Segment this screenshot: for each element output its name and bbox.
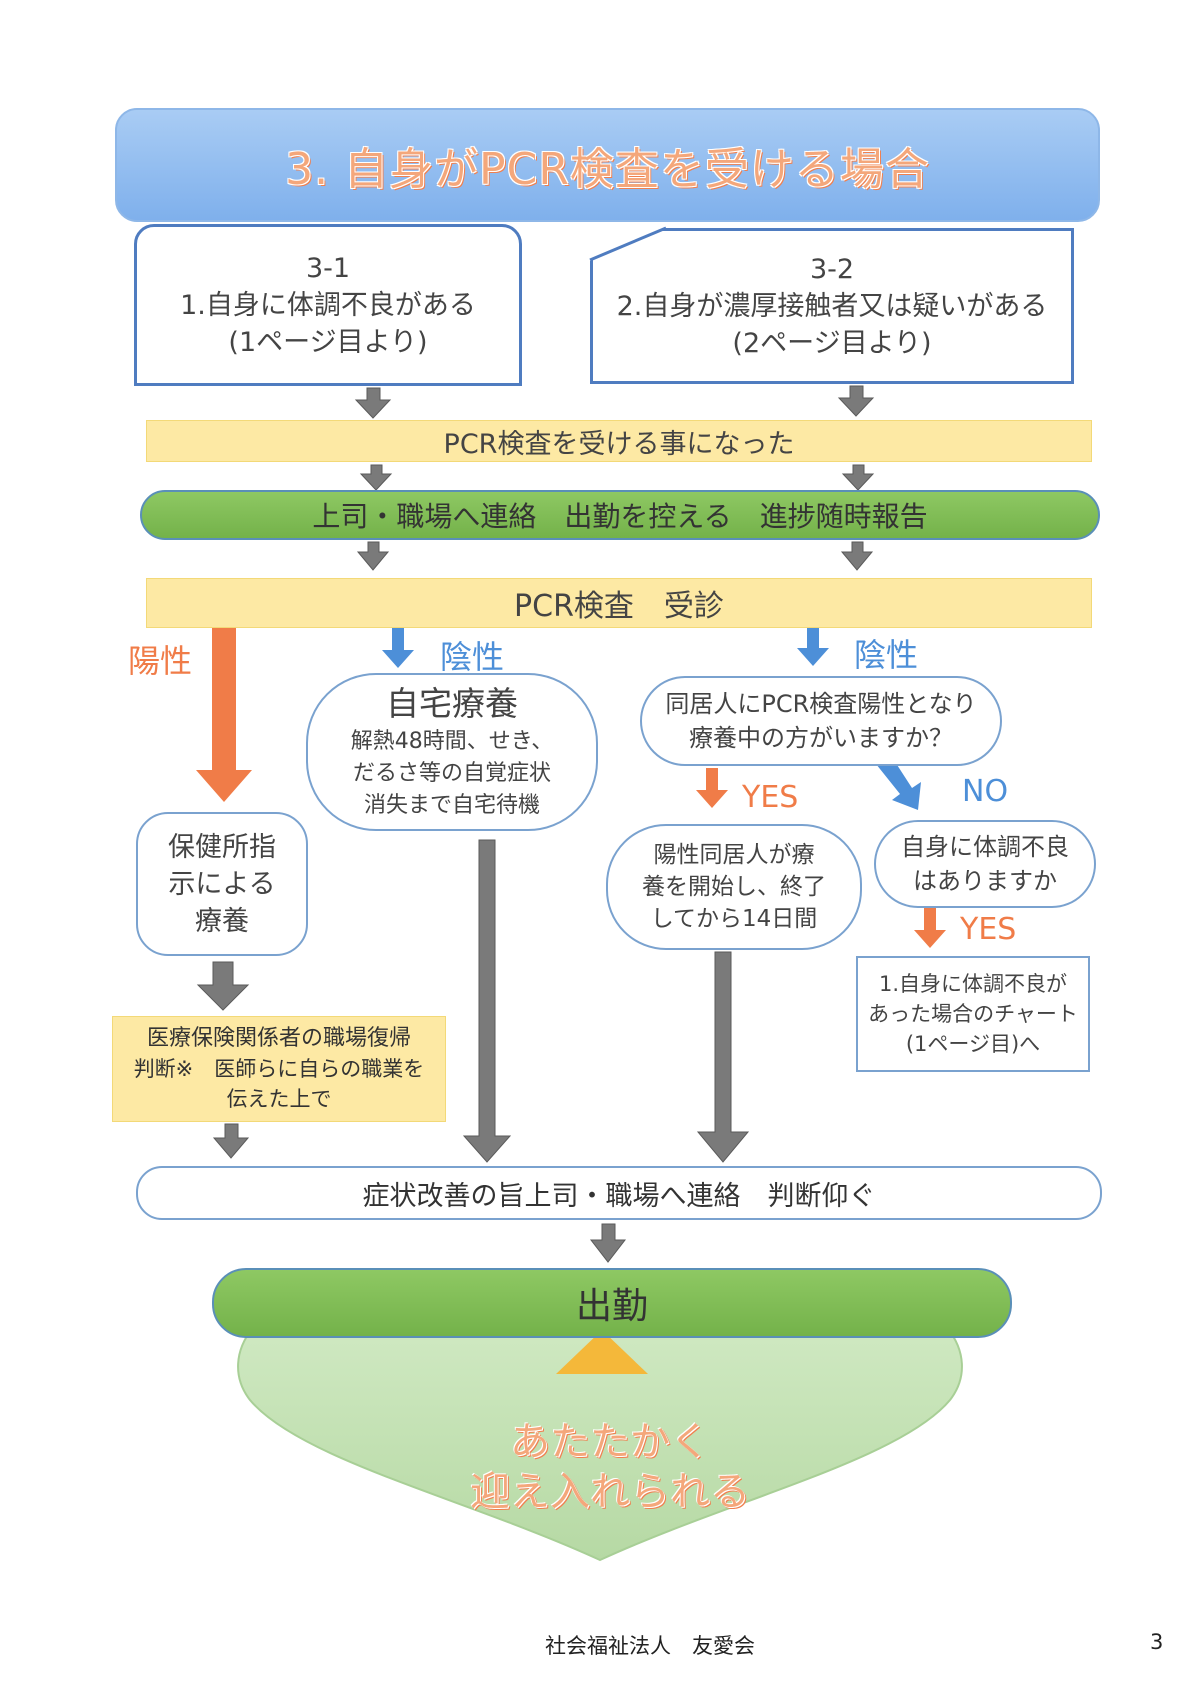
footer-organization: 社会福祉法人 友愛会	[545, 1634, 755, 1658]
self-condition-line1: 自身に体調不良	[901, 833, 1069, 861]
welcome-line2: 迎え入れられる	[470, 1469, 750, 1515]
arrow-homecare-long	[462, 839, 512, 1163]
yes-label-household: YES	[742, 780, 799, 815]
up-triangle	[556, 1330, 648, 1374]
household-period-line2: 養を開始し、終了	[642, 874, 826, 900]
positive-label: 陽性	[128, 642, 193, 680]
health-center-bubble: 保健所指 示による 療養	[136, 812, 308, 956]
medical-return-box: 医療保険関係者の職場復帰 判断※ 医師らに自らの職業を 伝えた上で	[112, 1016, 446, 1122]
yes-label-self: YES	[960, 912, 1017, 947]
case-3-1-line1: 1.自身に体調不良がある	[180, 289, 476, 321]
arrow-positive	[196, 628, 252, 802]
arrow-case1-down	[354, 387, 392, 419]
arrow-no	[876, 754, 921, 810]
self-condition-bubble: 自身に体調不良 はありますか	[874, 820, 1096, 908]
medical-return-line2: 判断※ 医師らに自らの職業を	[133, 1057, 425, 1081]
pcr-exam-bar: PCR検査 受診	[146, 578, 1092, 628]
household-question-line1: 同居人にPCR検査陽性となり	[665, 690, 977, 718]
case-3-1-line2: (1ページ目より)	[228, 326, 428, 358]
arrow-pcr2-down	[841, 464, 875, 491]
chart1-reference-box: 1.自身に体調不良が あった場合のチャート (1ページ目)へ	[856, 956, 1090, 1072]
arrow-yes1	[696, 768, 728, 808]
chart1-ref-line2: あった場合のチャート	[868, 1002, 1078, 1026]
case-3-2-line1: 2.自身が濃厚接触者又は疑いがある	[616, 290, 1048, 322]
arrow-yes2	[914, 908, 946, 948]
case-3-2-number: 3-2	[809, 253, 855, 285]
case-3-2-corner-cut	[588, 226, 668, 262]
arrow-pcr1-down	[359, 464, 393, 491]
home-care-bubble: 自宅療養 解熱48時間、せき、 だるさ等の自覚症状 消失まで自宅待機	[306, 673, 598, 831]
negative-label-right: 陰性	[854, 636, 919, 674]
home-care-line3: 消失まで自宅待機	[363, 793, 540, 818]
case-3-1-number: 3-1	[305, 252, 351, 284]
pcr-decided-bar: PCR検査を受ける事になった	[146, 420, 1092, 462]
welcome-message: あたたかく 迎え入れられる	[420, 1412, 800, 1522]
health-center-line2: 示による	[168, 868, 276, 900]
household-period-bubble: 陽性同居人が療 養を開始し、終了 してから14日間	[606, 824, 862, 950]
go-to-work-bar: 出勤	[212, 1268, 1012, 1338]
case-3-2-box: 3-2 2.自身が濃厚接触者又は疑いがある (2ページ目より)	[590, 228, 1074, 384]
arrow-case2-down	[837, 385, 875, 417]
arrow-medical-down	[212, 1123, 250, 1159]
household-period-line3: してから14日間	[650, 906, 818, 932]
home-care-heading: 自宅療養	[386, 684, 518, 723]
arrow-negative2	[797, 626, 829, 666]
arrow-contact1-down	[356, 541, 390, 571]
home-care-line1: 解熱48時間、せき、	[350, 729, 554, 754]
medical-return-line1: 医療保険関係者の職場復帰	[146, 1026, 411, 1051]
arrow-contact2-down	[840, 541, 874, 571]
symptom-improve-bar: 症状改善の旨上司・職場へ連絡 判断仰ぐ	[136, 1166, 1102, 1220]
case-3-2-line2: (2ページ目より)	[732, 327, 932, 359]
medical-return-line3: 伝えた上で	[226, 1087, 332, 1111]
arrow-health-down	[196, 961, 250, 1011]
no-label-household: NO	[962, 774, 1009, 809]
home-care-line2: だるさ等の自覚症状	[352, 761, 551, 786]
arrow-negative1	[382, 628, 414, 668]
case-3-1-box: 3-1 1.自身に体調不良がある (1ページ目より)	[134, 224, 522, 386]
page-title: 3. 自身がPCR検査を受ける場合	[115, 108, 1100, 222]
arrow-improve-down	[589, 1223, 627, 1263]
health-center-line1: 保健所指	[168, 831, 276, 863]
chart1-ref-line1: 1.自身に体調不良が	[878, 972, 1068, 996]
arrow-household-long	[696, 951, 750, 1163]
household-question-bubble: 同居人にPCR検査陽性となり 療養中の方がいますか？	[640, 676, 1002, 766]
health-center-line3: 療養	[195, 905, 249, 937]
self-condition-line2: はありますか	[913, 867, 1057, 895]
page-number: 3	[1150, 1630, 1164, 1654]
contact-report-bar: 上司・職場へ連絡 出勤を控える 進捗随時報告	[140, 490, 1100, 540]
household-question-line2: 療養中の方がいますか？	[689, 724, 953, 752]
household-period-line1: 陽性同居人が療	[653, 842, 815, 868]
negative-label-left: 陰性	[440, 638, 505, 676]
chart1-ref-line3: (1ページ目)へ	[905, 1032, 1041, 1056]
welcome-line1: あたたかく	[510, 1419, 710, 1465]
